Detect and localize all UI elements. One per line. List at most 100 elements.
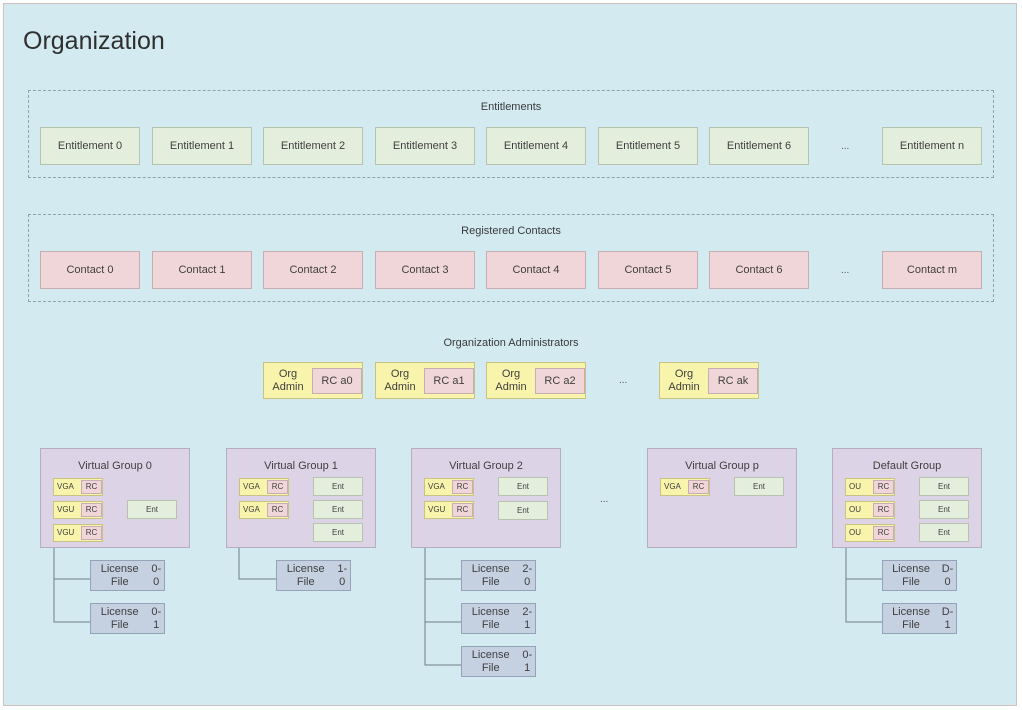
member-rc: RC	[688, 480, 709, 494]
member-role: VGA	[243, 505, 260, 514]
group-entitlement: Ent	[313, 477, 363, 496]
group-member: OU RC	[845, 501, 895, 519]
group-entitlement: Ent	[313, 500, 363, 519]
contacts-section	[28, 214, 994, 302]
member-role: VGA	[428, 482, 445, 491]
member-rc: RC	[873, 503, 894, 517]
contact-box-last: Contact m	[882, 251, 982, 289]
contacts-ellipsis: ...	[841, 265, 850, 276]
member-role: VGA	[243, 482, 260, 491]
member-role: VGU	[57, 505, 75, 514]
group-title: Virtual Group 2	[449, 460, 523, 472]
entitlements-section	[28, 90, 994, 178]
member-role: OU	[849, 482, 861, 491]
virtual-group-0: Virtual Group 0 VGA RC VGU RC VGU RC Ent	[40, 448, 190, 548]
group-entitlement: Ent	[919, 523, 969, 542]
page-title: Organization	[23, 27, 165, 55]
connector-line	[238, 547, 276, 580]
admins-ellipsis: ...	[619, 375, 628, 386]
member-rc: RC	[81, 526, 102, 540]
group-entitlement: Ent	[313, 523, 363, 542]
group-title: Virtual Group 0	[78, 460, 152, 472]
group-title: Virtual Group p	[685, 460, 759, 472]
group-member: VGA RC	[424, 478, 474, 496]
group-entitlement: Ent	[498, 477, 548, 496]
member-role: VGA	[57, 482, 74, 491]
group-entitlement: Ent	[127, 500, 177, 519]
member-rc: RC	[452, 503, 473, 517]
member-role: OU	[849, 505, 861, 514]
member-role: VGU	[428, 505, 446, 514]
member-rc: RC	[873, 480, 894, 494]
member-rc: RC	[873, 526, 894, 540]
virtual-group-2: Virtual Group 2 VGA RC VGU RC Ent Ent	[411, 448, 561, 548]
connector-line	[845, 547, 882, 623]
group-member: VGA RC	[53, 478, 103, 496]
member-role: VGA	[664, 482, 681, 491]
contact-box: Contact 4	[486, 251, 586, 289]
connector-line	[424, 547, 461, 666]
group-member: VGA RC	[239, 501, 289, 519]
virtual-group-p: Virtual Group p VGA RC Ent	[647, 448, 797, 548]
group-title: Virtual Group 1	[264, 460, 338, 472]
contact-box: Contact 0	[40, 251, 140, 289]
entitlement-box: Entitlement 2	[263, 127, 363, 165]
groups-ellipsis: ...	[600, 494, 609, 505]
virtual-group-1: Virtual Group 1 VGA RC VGA RC Ent Ent Ent	[226, 448, 376, 548]
admins-label: Organization Administrators	[443, 337, 579, 349]
entitlement-box: Entitlement 1	[152, 127, 252, 165]
group-member: OU RC	[845, 478, 895, 496]
contacts-label: Registered Contacts	[461, 225, 561, 237]
member-rc: RC	[81, 503, 102, 517]
contact-box: Contact 6	[709, 251, 809, 289]
connector-lines	[53, 547, 882, 666]
connector-line	[53, 547, 90, 623]
contact-box: Contact 2	[263, 251, 363, 289]
member-role: VGU	[57, 528, 75, 537]
entitlements-label: Entitlements	[480, 101, 542, 113]
group-title: Default Group	[872, 460, 942, 472]
group-member: VGU RC	[53, 524, 103, 542]
contact-box: Contact 5	[598, 251, 698, 289]
org-admin-rc: RC a0	[312, 368, 362, 394]
entitlement-box: Entitlement 3	[375, 127, 475, 165]
org-admin-rc: RC a2	[535, 368, 585, 394]
member-rc: RC	[452, 480, 473, 494]
group-entitlement: Ent	[734, 477, 784, 496]
contact-box: Contact 1	[152, 251, 252, 289]
group-entitlement: Ent	[919, 500, 969, 519]
entitlement-box: Entitlement 4	[486, 127, 586, 165]
member-rc: RC	[267, 480, 288, 494]
group-member: VGA RC	[239, 478, 289, 496]
entitlement-box: Entitlement 0	[40, 127, 140, 165]
group-member: VGU RC	[424, 501, 474, 519]
group-member: VGA RC	[660, 478, 710, 496]
member-rc: RC	[81, 480, 102, 494]
entitlement-box: Entitlement 6	[709, 127, 809, 165]
group-entitlement: Ent	[919, 477, 969, 496]
contact-box: Contact 3	[375, 251, 475, 289]
organization-diagram: Organization Entitlements Entitlement 0 …	[3, 3, 1017, 706]
org-admin-rc: RC a1	[424, 368, 474, 394]
member-rc: RC	[267, 503, 288, 517]
group-entitlement: Ent	[498, 501, 548, 520]
entitlements-ellipsis: ...	[841, 141, 850, 152]
entitlement-box-last: Entitlement n	[882, 127, 982, 165]
group-member: VGU RC	[53, 501, 103, 519]
